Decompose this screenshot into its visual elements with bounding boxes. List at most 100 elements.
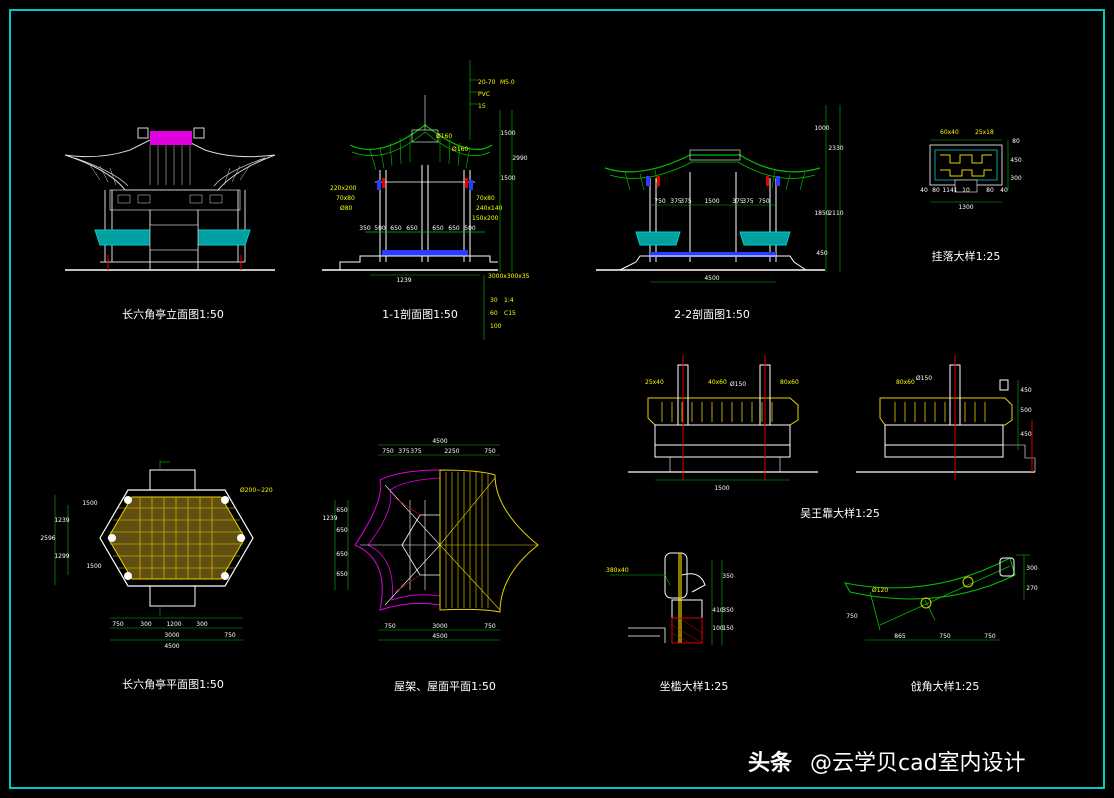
watermark-handle: @云学贝cad室内设计 — [810, 751, 1026, 776]
plan-title: 长六角亭平面图1:50 — [122, 677, 224, 691]
section-1-label: 70x80 — [476, 195, 495, 202]
hanging-detail-label: 40 — [920, 187, 928, 194]
section-1-label: 1500 — [500, 130, 515, 137]
section-1-title: 1-1剖面图1:50 — [382, 307, 458, 321]
section-2-label: 4500 — [704, 275, 719, 282]
plan-label: 750 — [112, 621, 124, 628]
roof-plan-label: 650 — [336, 507, 348, 514]
corner-detail-label: 750 — [939, 633, 951, 640]
section-2-label: 375 — [670, 198, 682, 205]
hanging-detail-drawing: 60x40 25x18 40 80 1141 10 80 40 1300 80 … — [920, 129, 1022, 263]
section-1-label: 220x200 — [330, 185, 357, 192]
section-2-label: 375 — [680, 198, 692, 205]
bench-detail-label: 1500 — [714, 485, 729, 492]
hanging-detail-label: 80 — [932, 187, 940, 194]
section-1-label: C15 — [504, 310, 516, 317]
plan-label: 3000 — [164, 632, 179, 639]
plan-dimension-labels: Ø200~220 1239 2596 1299 1500 1500 750 30… — [40, 487, 272, 650]
corner-detail-label: Ø120 — [872, 587, 888, 594]
section-1-label: 1:4 — [504, 297, 514, 304]
corner-detail-label: 750 — [984, 633, 996, 640]
roof-plan-title: 屋架、屋面平面1:50 — [394, 680, 496, 693]
bench-detail-labels: 25x40 40x60 Ø150 80x60 80x60 Ø150 1500 4… — [645, 375, 1032, 492]
hanging-detail-label: 1300 — [958, 204, 973, 211]
roof-plan-label: 375 — [398, 448, 410, 455]
plan-label: 300 — [140, 621, 152, 628]
bench-detail-label: Ø150 — [916, 375, 932, 382]
section-1-label: 1500 — [500, 175, 515, 182]
hanging-detail-label: 80 — [1012, 138, 1020, 145]
seat-detail-labels: 380x40 350 410 100 350 150 — [606, 567, 734, 632]
roof-plan-label: 750 — [382, 448, 394, 455]
corner-detail-label: 750 — [846, 613, 858, 620]
section-1-dimension-labels: 20-70 M5.0 PVC 15 Ø160 Ø160 220x200 70x8… — [330, 79, 530, 330]
seat-detail-label: 150 — [722, 625, 734, 632]
bench-detail-drawing: 25x40 40x60 Ø150 80x60 80x60 Ø150 1500 4… — [628, 355, 1036, 520]
section-2-label: 2110 — [828, 210, 843, 217]
section-1-label: 30 — [490, 297, 498, 304]
section-1-label: Ø160 — [452, 146, 468, 153]
seat-detail-drawing: 380x40 350 410 100 350 150 坐槛大样1:25 — [606, 552, 734, 693]
section-1-label: PVC — [478, 91, 490, 98]
section-2-label: 1500 — [704, 198, 719, 205]
corner-detail-title: 戗角大样1:25 — [911, 679, 980, 693]
plan-label: 4500 — [164, 643, 179, 650]
section-1-label: 1239 — [396, 277, 411, 284]
roof-plan-label: 750 — [484, 448, 496, 455]
roof-plan-drawing: 4500 750 375 375 2250 750 1239 650 650 6… — [322, 438, 539, 693]
plan-label: Ø200~220 — [240, 487, 273, 494]
section-1-label: 650 — [406, 225, 418, 232]
corner-detail-drawing: Ø120 750 865 750 750 300 270 戗角大样1:25 — [844, 554, 1038, 693]
roof-plan-label: 650 — [336, 527, 348, 534]
hanging-detail-label: 80 — [986, 187, 994, 194]
bench-detail-label: 80x60 — [780, 379, 799, 386]
hanging-detail-label: 450 — [1010, 157, 1022, 164]
seat-detail-label: 410 — [712, 607, 724, 614]
section-1-label: 20-70 — [478, 79, 496, 86]
plan-label: 2596 — [40, 535, 55, 542]
bench-detail-label: 25x40 — [645, 379, 664, 386]
section-1-label: 350 — [359, 225, 371, 232]
section-2-label: 1850 — [814, 210, 829, 217]
drawing-frame — [9, 9, 1105, 789]
hanging-detail-title: 挂落大样1:25 — [932, 249, 1001, 263]
section-2-label: 450 — [816, 250, 828, 257]
section-2-label: 750 — [758, 198, 770, 205]
roof-plan-dimension-labels: 4500 750 375 375 2250 750 1239 650 650 6… — [322, 438, 496, 640]
plan-label: 1239 — [54, 517, 69, 524]
bench-detail-label: 40x60 — [708, 379, 727, 386]
roof-plan-label: 650 — [336, 571, 348, 578]
seat-detail-label: 380x40 — [606, 567, 629, 574]
corner-detail-labels: Ø120 750 865 750 750 300 270 — [846, 565, 1038, 640]
plan-label: 1200 — [166, 621, 181, 628]
section-1-label: 100 — [490, 323, 502, 330]
section-1-label: 70x80 — [336, 195, 355, 202]
section-2-label: 750 — [654, 198, 666, 205]
roof-plan-label: 750 — [384, 623, 396, 630]
watermark-brand: 头条 — [748, 750, 793, 776]
hanging-detail-label: 1141 — [942, 187, 957, 194]
section-2-label: 2330 — [828, 145, 843, 152]
section-1-label: Ø80 — [340, 205, 353, 212]
section-1-label: 500 — [374, 225, 386, 232]
roof-plan-label: 650 — [336, 551, 348, 558]
bench-detail-label: 450 — [1020, 387, 1032, 394]
section-1-label: 650 — [448, 225, 460, 232]
hanging-detail-label: 40 — [1000, 187, 1008, 194]
elevation-drawing: 长六角亭立面图1:50 — [64, 127, 276, 321]
section-2-label: 1000 — [814, 125, 829, 132]
watermark: 头条 @云学贝cad室内设计 — [748, 750, 1026, 776]
elevation-title: 长六角亭立面图1:50 — [122, 307, 224, 321]
roof-plan-label: 3000 — [432, 623, 447, 630]
hanging-detail-label: 10 — [962, 187, 970, 194]
seat-detail-title: 坐槛大样1:25 — [660, 679, 729, 693]
seat-detail-label: 100 — [712, 625, 724, 632]
section-1-label: M5.0 — [500, 79, 515, 86]
hanging-detail-label: 300 — [1010, 175, 1022, 182]
section-1-label: 15 — [478, 103, 486, 110]
section-2-drawing: 750 375 375 1500 375 375 750 4500 1000 2… — [596, 105, 844, 321]
seat-detail-label: 350 — [722, 573, 734, 580]
section-1-drawing: 20-70 M5.0 PVC 15 Ø160 Ø160 220x200 70x8… — [322, 60, 530, 340]
section-1-label: 240x140 — [476, 205, 503, 212]
